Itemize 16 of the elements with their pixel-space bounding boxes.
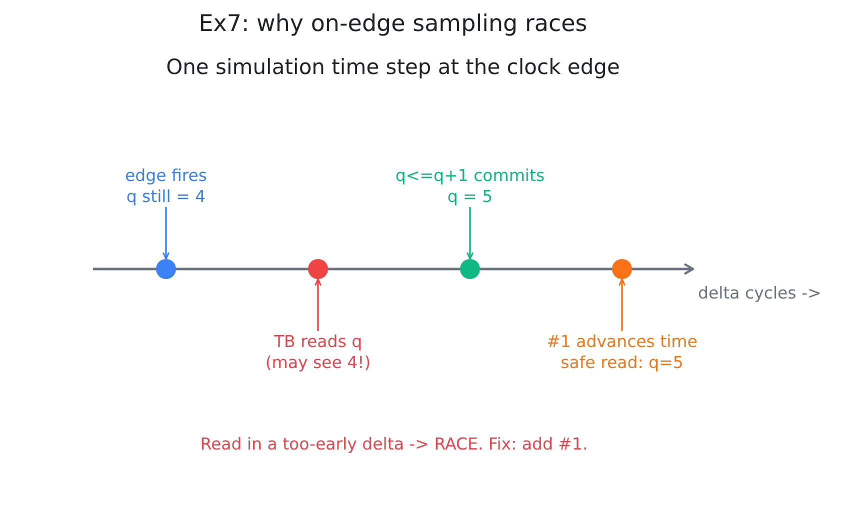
annotation-text: q<=q+1 commits q = 5 [392, 165, 548, 207]
event-dot [460, 259, 480, 279]
event-dot [156, 259, 176, 279]
annotation-text: #1 advances time safe read: q=5 [539, 331, 705, 373]
arrow [162, 207, 170, 260]
annotation-text: edge fires q still = 4 [121, 165, 211, 207]
arrow [618, 278, 626, 331]
subtitle: One simulation time step at the clock edge [166, 54, 620, 80]
annotation-text: TB reads q (may see 4!) [262, 331, 374, 373]
arrow [314, 278, 322, 331]
note-text: Read in a too-early delta -> RACE. Fix: add #1. [200, 434, 588, 456]
title: Ex7: why on-edge sampling races [198, 11, 588, 39]
arrow [466, 207, 474, 260]
event-dot [612, 259, 632, 279]
axis-label: delta cycles -> [698, 284, 822, 304]
event-dot [308, 259, 328, 279]
